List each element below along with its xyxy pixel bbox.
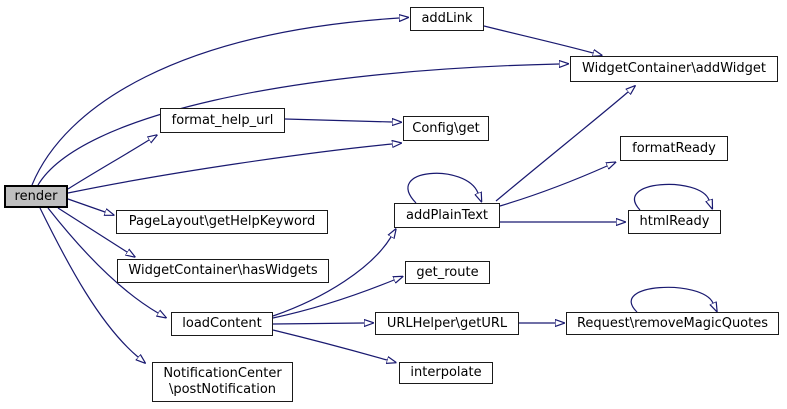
node-addLink[interactable]: addLink	[410, 7, 484, 31]
node-formatReady[interactable]: formatReady	[620, 136, 728, 161]
edge-loadContent-getURL	[272, 323, 364, 324]
self-loop-htmlReady	[634, 183, 709, 210]
node-htmlReady[interactable]: htmlReady	[628, 210, 721, 234]
self-loop-removeMagicQuotes	[630, 286, 713, 312]
self-loop-addPlainText	[407, 172, 478, 203]
edge-loadContent-addPlainText	[272, 237, 391, 317]
edge-render-addLink	[31, 18, 399, 186]
node-widgetcontainer-haswidgets[interactable]: WidgetContainer\hasWidgets	[117, 259, 329, 283]
node-notificationcenter-postnotification-label-line1: NotificationCenter	[163, 366, 282, 381]
node-formatReady-label: formatReady	[632, 140, 716, 156]
edge-render-format_help_url	[67, 140, 149, 190]
node-urlhelper-geturl-label: URLHelper\getURL	[386, 315, 508, 331]
edge-render-hasWidgets	[57, 207, 127, 252]
node-widgetcontainer-haswidgets-label: WidgetContainer\hasWidgets	[128, 263, 318, 278]
edge-render-loadContent	[47, 207, 158, 313]
node-get-route[interactable]: get_route	[405, 261, 490, 284]
node-render-label: render	[14, 188, 58, 204]
node-addLink-label: addLink	[421, 11, 473, 26]
node-interpolate-label: interpolate	[410, 365, 482, 380]
edge-render-getHelpKeyword	[67, 198, 105, 212]
edge-addPlainText-addWidget	[495, 92, 628, 202]
node-urlhelper-geturl[interactable]: URLHelper\getURL	[375, 312, 519, 335]
edge-loadContent-get_route	[272, 280, 394, 319]
node-format-help-url-label: format_help_url	[171, 112, 274, 128]
node-widgetcontainer-addwidget[interactable]: WidgetContainer\addWidget	[570, 56, 778, 82]
edge-format_help_url-config-get	[284, 119, 392, 122]
node-notificationcenter-postnotification[interactable]: NotificationCenter \postNotification	[152, 362, 293, 402]
node-notificationcenter-postnotification-label-line2: \postNotification	[168, 382, 277, 397]
node-widgetcontainer-addwidget-label: WidgetContainer\addWidget	[582, 61, 766, 76]
edge-render-addWidget	[37, 64, 559, 186]
node-pagelayout-gethelpkeyword-label: PageLayout\getHelpKeyword	[128, 214, 316, 229]
node-get-route-label: get_route	[416, 264, 479, 280]
node-request-removemagicquotes[interactable]: Request\removeMagicQuotes	[566, 312, 779, 335]
node-addPlainText[interactable]: addPlainText	[394, 203, 500, 228]
node-config-get[interactable]: Config\get	[403, 116, 489, 141]
node-request-removemagicquotes-label: Request\removeMagicQuotes	[576, 315, 769, 331]
node-render: render	[4, 185, 68, 208]
node-config-get-label: Config\get	[412, 120, 480, 136]
edge-loadContent-interpolate	[272, 329, 387, 360]
edge-render-config-get	[67, 144, 392, 194]
node-addPlainText-label: addPlainText	[405, 207, 489, 223]
edge-render-postNotification	[39, 207, 138, 357]
node-pagelayout-gethelpkeyword[interactable]: PageLayout\getHelpKeyword	[116, 210, 328, 234]
edge-addPlainText-formatReady	[499, 166, 607, 207]
node-loadContent[interactable]: loadContent	[171, 312, 273, 336]
node-format-help-url[interactable]: format_help_url	[160, 108, 285, 133]
edge-addLink-addWidget	[483, 25, 593, 53]
node-htmlReady-label: htmlReady	[639, 214, 710, 229]
node-loadContent-label: loadContent	[182, 316, 262, 331]
node-interpolate[interactable]: interpolate	[399, 362, 493, 384]
